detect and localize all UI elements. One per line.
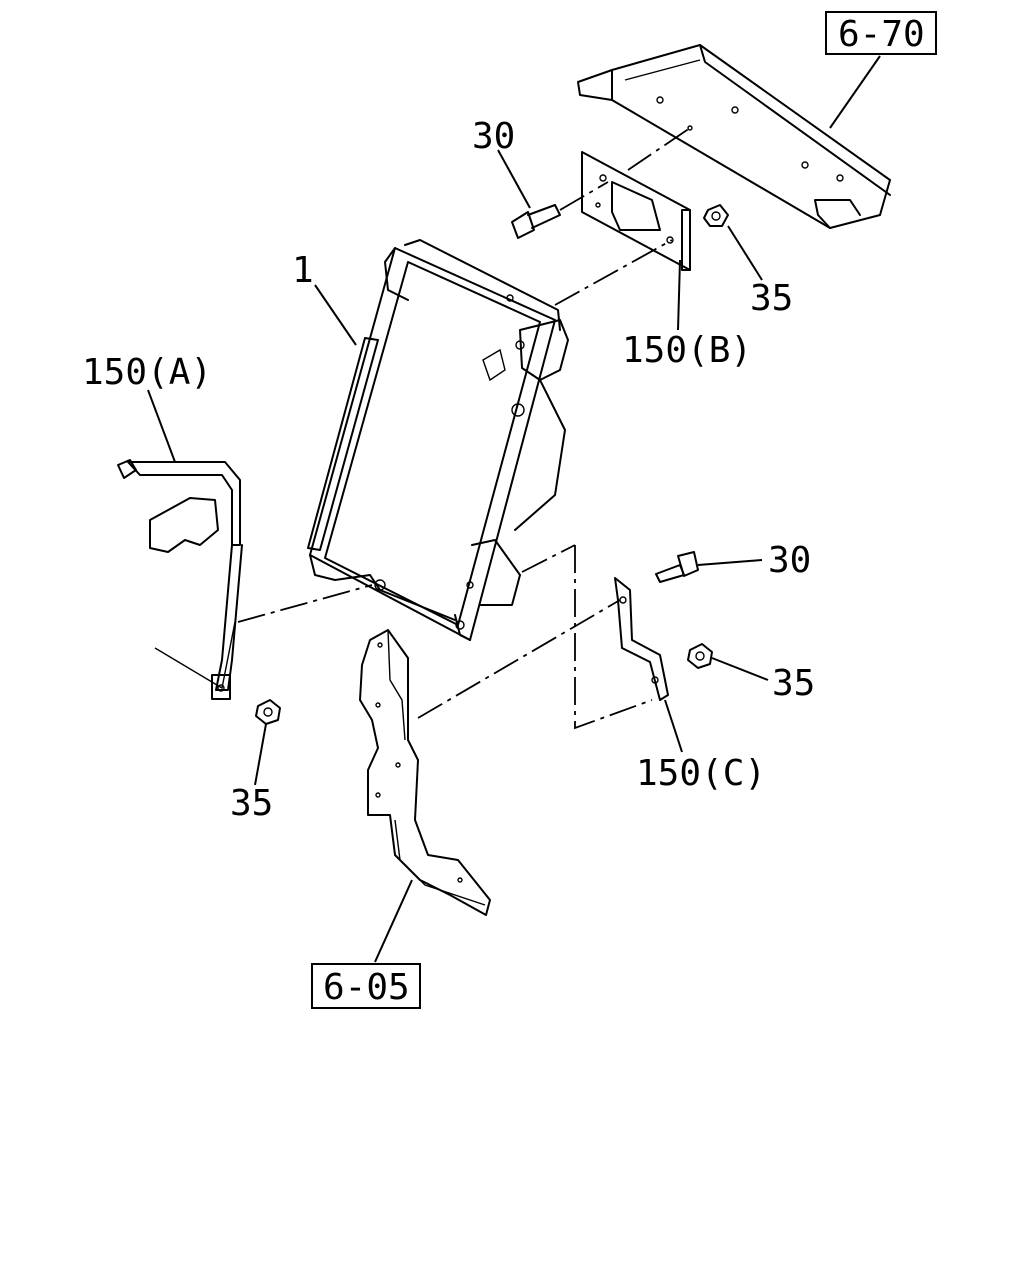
- nut-35-top: [703, 204, 729, 227]
- ref-6-70-label: 6-70: [838, 14, 925, 55]
- label-bracket-150b: 150(B): [622, 330, 752, 371]
- ref-6-05-label: 6-05: [323, 967, 410, 1008]
- label-part-1: 1: [292, 250, 314, 291]
- bracket-150a-guide: [154, 621, 236, 690]
- label-bracket-150c: 150(C): [636, 753, 766, 794]
- nut-35-right-leader: [711, 657, 769, 681]
- ref-6-05-leader: [374, 879, 413, 963]
- bolt-30-top: [511, 204, 561, 239]
- label-nut-35-right: 35: [772, 663, 815, 704]
- bolt-30-right-leader: [697, 559, 763, 566]
- label-nut-35-left: 35: [230, 783, 273, 824]
- bolt-30-top-leader: [497, 149, 531, 209]
- support-member-6-05: [359, 629, 491, 916]
- label-bracket-150a: 150(A): [82, 352, 212, 393]
- ref-box-6-05[interactable]: 6-05: [311, 963, 421, 1009]
- align-line-5: [574, 545, 653, 730]
- frame-rail: [577, 44, 891, 229]
- align-line-7: [417, 599, 621, 719]
- label-bolt-30-top: 30: [472, 116, 515, 157]
- align-line-1: [559, 181, 609, 211]
- ref-6-70-leader: [829, 55, 881, 129]
- label-bolt-30-right: 30: [768, 540, 811, 581]
- nut-35-right: [687, 643, 713, 669]
- align-line-6: [521, 544, 576, 573]
- label-nut-35-top: 35: [750, 278, 793, 319]
- part-1-leader: [314, 284, 357, 346]
- bracket-150b-leader: [677, 259, 681, 331]
- align-line-3: [554, 239, 673, 306]
- bolt-30-right: [655, 551, 699, 583]
- nut-35-left: [255, 699, 281, 725]
- nut-35-left-leader: [254, 723, 267, 786]
- nut-35-top-leader: [727, 225, 763, 281]
- ref-box-6-70[interactable]: 6-70: [825, 11, 937, 55]
- bracket-150a-leader: [147, 389, 176, 463]
- align-line-2: [627, 127, 691, 171]
- bracket-150c-leader: [664, 699, 683, 753]
- align-line-4: [237, 584, 373, 623]
- condenser-unit: [307, 239, 569, 641]
- bracket-150c: [614, 577, 669, 701]
- bracket-150b: [581, 151, 691, 271]
- bracket-150a: [117, 459, 243, 700]
